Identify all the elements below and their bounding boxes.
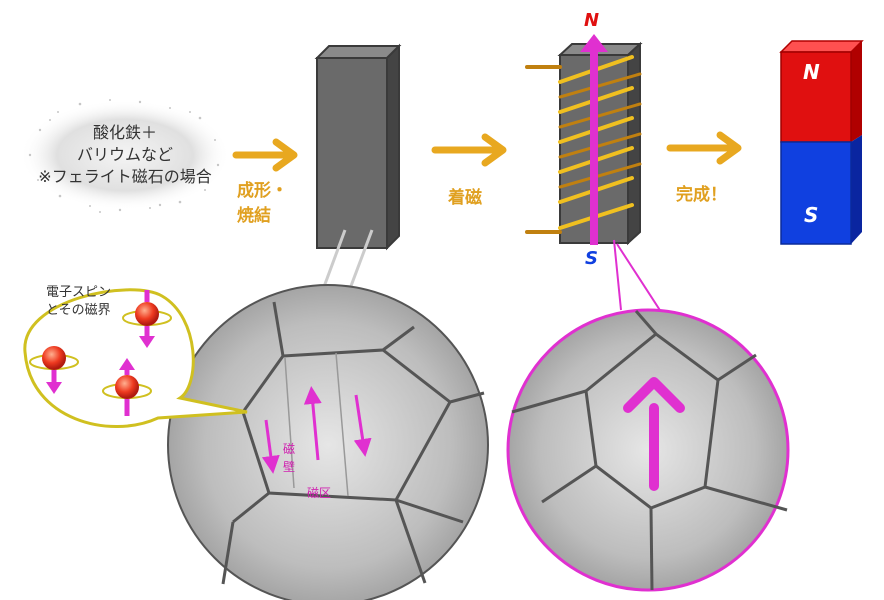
magnet-south-label: S — [804, 203, 819, 227]
magnetic-domain-label: 磁区 — [307, 486, 332, 500]
domain-wall-label-2: 壁 — [283, 460, 296, 474]
spin-label-line-2: とその磁界 — [46, 303, 111, 318]
raw-material-cloud — [20, 100, 230, 210]
complete-step-label: 完成！ — [676, 185, 727, 205]
domain-wall-label-1: 磁 — [283, 442, 296, 456]
forming-step-label: 成形・ 焼結 — [237, 176, 288, 226]
process-arrow-3 — [666, 131, 742, 165]
process-arrow-2 — [431, 133, 507, 167]
magnet-north-label: N — [803, 60, 820, 84]
spin-bubble — [23, 288, 248, 429]
raw-material-line-1: 酸化鉄＋ — [92, 123, 157, 142]
spin-particle-3 — [102, 358, 152, 416]
domain-zoom-circle — [167, 284, 489, 600]
spin-particle-2 — [122, 290, 172, 348]
zoom-lines-right — [613, 239, 666, 319]
forming-label-line-2: 焼結 — [237, 206, 271, 226]
magnet-north-half — [780, 51, 852, 143]
raw-material-label: 酸化鉄＋ バリウムなど ※フェライト磁石の場合 — [20, 122, 230, 188]
magnetization-arrow — [580, 34, 608, 245]
raw-material-line-2: バリウムなど — [76, 145, 173, 164]
powder-speckles — [28, 99, 220, 213]
magnet-south-half — [780, 141, 852, 245]
finished-magnet — [779, 40, 864, 245]
forming-label-line-1: 成形・ — [237, 181, 288, 201]
formed-bar — [314, 43, 402, 251]
magnetizing-step-label: 着磁 — [448, 188, 482, 208]
process-arrow-1 — [232, 138, 298, 172]
magnetized-zoom-circle — [506, 308, 790, 592]
spin-particle-1 — [29, 346, 79, 394]
coil-north-label: N — [584, 10, 600, 31]
coil-south-label: S — [585, 248, 598, 269]
spin-bubble-label: 電子スピン とその磁界 — [46, 284, 111, 320]
raw-material-line-3: ※フェライト磁石の場合 — [38, 167, 212, 186]
spin-label-line-1: 電子スピン — [46, 285, 112, 300]
